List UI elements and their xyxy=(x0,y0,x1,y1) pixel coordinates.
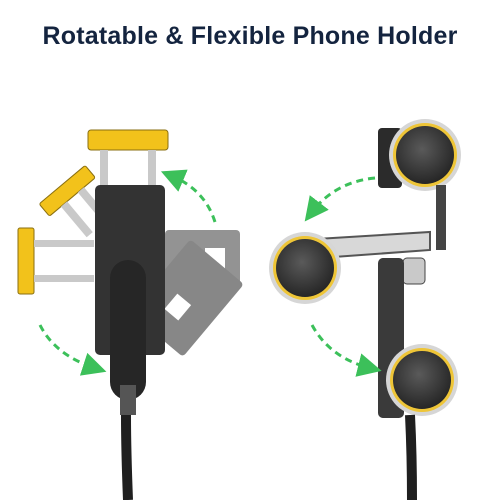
magnet-disc-left xyxy=(269,230,431,304)
curved-arrow-icon xyxy=(160,169,217,223)
curved-arrow-icon xyxy=(310,324,382,377)
rotatable-holder xyxy=(17,129,243,500)
page-title: Rotatable & Flexible Phone Holder xyxy=(42,22,458,50)
magnet-disc-top xyxy=(378,119,461,250)
rotation-arrows xyxy=(38,169,217,376)
magnet-disc-bottom xyxy=(378,258,458,500)
ball-joint xyxy=(402,257,426,285)
flexible-holder xyxy=(269,119,461,500)
flex-arrows xyxy=(304,176,382,377)
holder-main xyxy=(87,129,169,500)
curved-arrow-icon xyxy=(38,324,107,376)
curved-arrow-icon xyxy=(304,176,376,222)
